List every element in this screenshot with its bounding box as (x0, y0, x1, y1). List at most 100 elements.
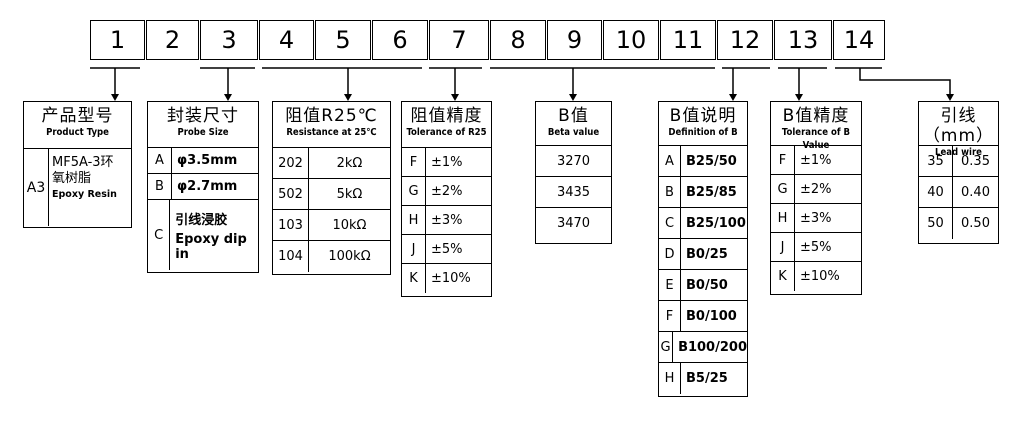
table-row: K±10% (402, 264, 491, 293)
row-key: E (659, 270, 681, 300)
row-value: 2kΩ (336, 155, 363, 171)
b-tolerance-subtitle: Tolerance of B Value (781, 127, 851, 151)
b-value-title: B值 (558, 106, 589, 126)
table-row: 3470 (556, 216, 591, 231)
row-value: 0.40 (961, 184, 990, 200)
digit-cell: 1 (90, 20, 145, 60)
digit-cell: 5 (315, 20, 371, 60)
digit-cell: 11 (660, 20, 716, 60)
row-key: C (659, 208, 681, 238)
table-row: F±1% (771, 146, 861, 175)
row-value: ±3% (431, 212, 463, 228)
row-key: G (771, 175, 795, 203)
table-row: C B25/100 (659, 208, 747, 239)
tolerance-r25-box: 阻值精度 Tolerance of R25 F±1%G±2%H±3%J±5%K±… (401, 101, 492, 297)
row-value: B0/50 (686, 277, 728, 293)
row-value: ±5% (431, 241, 463, 257)
probe-size-subtitle: Probe Size (177, 127, 229, 138)
table-row: 3270 (536, 146, 611, 177)
row-key: A (659, 146, 681, 176)
digit-cell: 14 (833, 20, 885, 60)
row-value: B100/200 (678, 339, 747, 355)
row-value: B0/100 (686, 308, 737, 324)
row-value: φ2.7mm (177, 179, 238, 194)
table-row: E B0/50 (659, 270, 747, 301)
row-key: C (148, 200, 171, 270)
table-row: 3435 (536, 177, 611, 208)
tolerance-r25-title: 阻值精度 (410, 106, 483, 126)
row-value: B0/25 (686, 246, 728, 262)
table-row: G ±2% (771, 175, 861, 204)
b-value-subtitle: Beta value (547, 127, 600, 138)
row-key: 104 (273, 241, 309, 272)
b-tolerance-title: B值精度 (782, 106, 850, 126)
table-row: A B25/50 (659, 146, 747, 177)
product-type-box: 产品型号 Product Type A3 MF5A-3环 氧树脂 Epoxy R… (23, 101, 132, 228)
product-type-desc-1: MF5A-3环 (52, 155, 114, 170)
row-value: ±2% (800, 181, 832, 197)
table-row: J ±5% (771, 233, 861, 262)
digit-cell: 3 (200, 20, 258, 60)
table-row: H ±3% (402, 206, 491, 235)
row-value: φ3.5mm (177, 153, 238, 168)
row-value: ±3% (800, 210, 832, 226)
resistance-subtitle: Resistance at 25℃ (286, 127, 377, 138)
row-value: B5/25 (686, 371, 728, 386)
tolerance-r25-subtitle: Tolerance of R25 (406, 127, 487, 138)
row-key: F (659, 301, 681, 331)
row-key: J (402, 235, 426, 263)
row-key: 50 (919, 208, 953, 239)
probe-size-title: 封装尺寸 (167, 106, 239, 126)
row-key: 502 (273, 179, 309, 209)
row-value: B25/100 (686, 215, 746, 231)
product-type-desc-en: Epoxy Resin (52, 189, 117, 200)
digit-cell: 6 (372, 20, 428, 60)
row-value-en: Epoxy dip in (175, 231, 247, 262)
b-definition-subtitle: Definition of B (668, 127, 738, 138)
product-type-code: A3 (24, 149, 49, 226)
product-type-desc-2: 氧树脂 (52, 171, 92, 186)
row-key: F (402, 148, 426, 176)
row-value: ±1% (431, 154, 463, 170)
row-value: ±10% (800, 269, 840, 284)
row-key: B (148, 174, 172, 199)
table-row: F ±1% (402, 148, 491, 177)
row-value: ±5% (800, 239, 832, 255)
row-key: H (402, 206, 426, 234)
table-row: G±2% (402, 177, 491, 206)
digit-cell: 9 (547, 20, 602, 60)
digit-cell: 10 (603, 20, 659, 60)
digit-cell: 7 (429, 20, 489, 60)
row-value: ±1% (800, 152, 832, 168)
row-key: J (771, 233, 795, 261)
row-value: B25/50 (686, 153, 737, 169)
row-key: G (659, 332, 674, 362)
row-value: ±2% (431, 183, 463, 199)
table-row: F B0/100 (659, 301, 747, 332)
row-key: 40 (919, 177, 953, 207)
row-value: 5kΩ (336, 186, 363, 202)
lead-wire-subtitle: Lead wire (935, 147, 982, 158)
table-row: K±10% (771, 262, 861, 291)
row-key: K (402, 264, 426, 293)
row-value: 0.50 (961, 216, 990, 231)
